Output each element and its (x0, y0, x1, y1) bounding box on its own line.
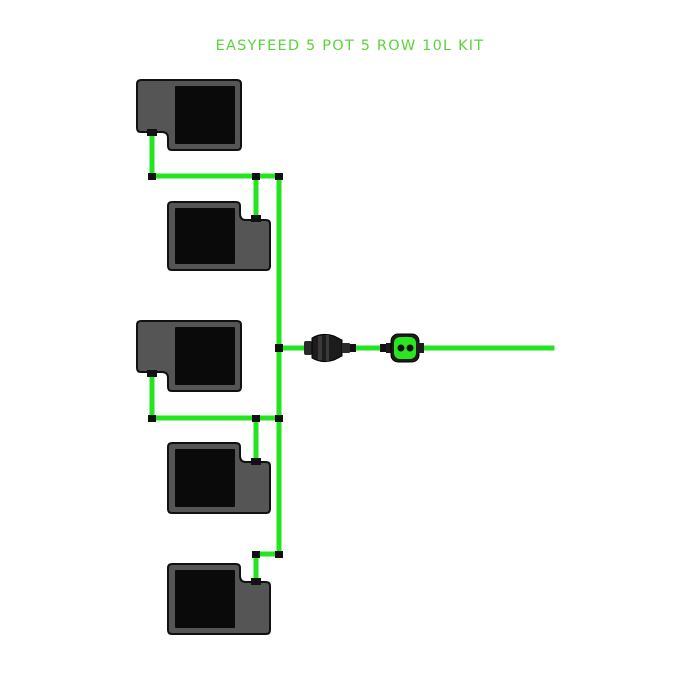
pot-1-connector (147, 129, 157, 136)
pot-4-reservoir (175, 449, 235, 507)
filter-band (318, 336, 322, 360)
pot-4-connector (251, 458, 261, 465)
tee-connector (275, 173, 283, 180)
pot-2-reservoir (175, 208, 235, 264)
pot-3-connector (147, 370, 157, 377)
tee-connector (148, 415, 156, 422)
pot-2 (167, 201, 271, 271)
filter-band (326, 335, 329, 361)
valve-connector (380, 344, 387, 352)
pot-5 (167, 563, 271, 635)
pot-3-reservoir (175, 327, 235, 385)
tee-connector (275, 415, 283, 422)
tee-connector (252, 551, 260, 558)
pot-4 (167, 442, 271, 514)
tee-connectors (148, 173, 283, 558)
float-valve (380, 333, 424, 363)
inline-filter (304, 333, 356, 363)
tee-connector (148, 173, 156, 180)
filter-nozzle (342, 343, 350, 353)
tee-connector (252, 173, 260, 180)
pot-5-connector (251, 578, 261, 585)
pot-2-connector (251, 215, 261, 222)
valve-stub (386, 343, 392, 353)
pot-3 (136, 320, 242, 392)
tee-connector (275, 551, 283, 558)
pot-5-reservoir (175, 570, 235, 628)
valve-port-icon (397, 344, 405, 352)
tee-connector (252, 415, 260, 422)
valve-face (394, 337, 416, 359)
kit-title: EASYFEED 5 POT 5 ROW 10L KIT (215, 38, 485, 54)
pot-1-reservoir (175, 86, 235, 144)
valve-stub (418, 343, 424, 353)
filter-end-cap (304, 341, 312, 355)
tee-connector (275, 344, 283, 352)
filter-connector (350, 344, 356, 352)
valve-port-icon (406, 344, 414, 352)
pot-1 (136, 79, 242, 151)
